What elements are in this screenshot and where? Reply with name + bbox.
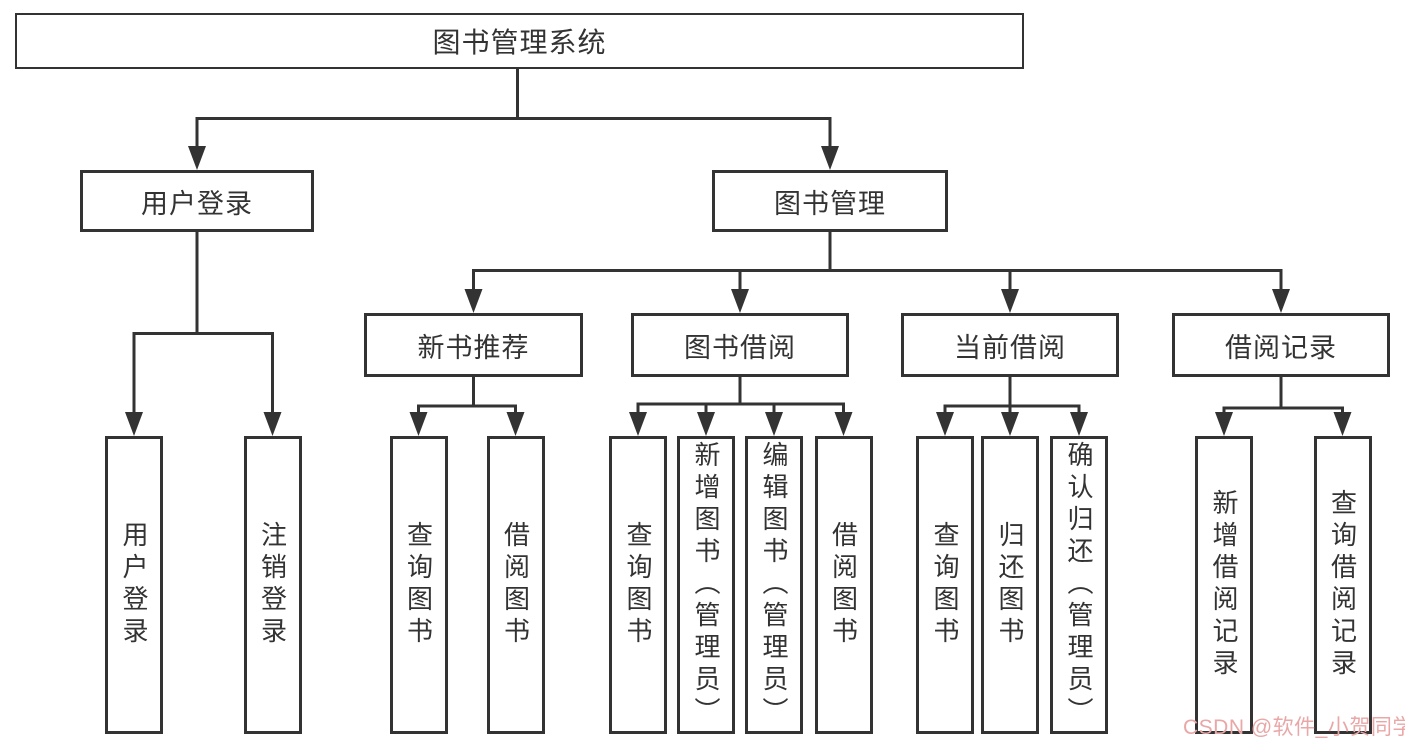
connector-arrowheads	[125, 146, 1352, 436]
leaf-add-books-admin: 新增图书（管理员）	[677, 436, 735, 734]
node-book-management: 图书管理	[712, 170, 948, 232]
leaf-user-login: 用户登录	[105, 436, 163, 734]
leaf-borrow-books-2: 借阅图书	[814, 436, 873, 734]
node-root: 图书管理系统	[15, 13, 1024, 69]
node-new-book-recommend: 新书推荐	[364, 313, 583, 377]
node-borrowing-records: 借阅记录	[1172, 313, 1390, 377]
leaf-query-books-1: 查询图书	[389, 436, 448, 734]
node-current-borrowing: 当前借阅	[901, 313, 1119, 377]
leaf-add-borrow-record: 新增借阅记录	[1195, 436, 1253, 734]
leaf-return-books: 归还图书	[981, 436, 1039, 734]
leaf-borrow-books-1: 借阅图书	[486, 436, 545, 734]
node-book-borrowing: 图书借阅	[631, 313, 849, 377]
leaf-logout: 注销登录	[243, 436, 302, 734]
leaf-confirm-return-admin: 确认归还（管理员）	[1050, 436, 1108, 734]
leaf-edit-books-admin: 编辑图书（管理员）	[745, 436, 803, 734]
watermark: CSDN @软件_小贺同学	[1183, 716, 1405, 739]
leaf-query-books-2: 查询图书	[609, 436, 667, 734]
leaf-query-books-3: 查询图书	[916, 436, 974, 734]
leaf-query-borrow-record: 查询借阅记录	[1313, 436, 1372, 734]
node-user-login: 用户登录	[80, 170, 314, 232]
